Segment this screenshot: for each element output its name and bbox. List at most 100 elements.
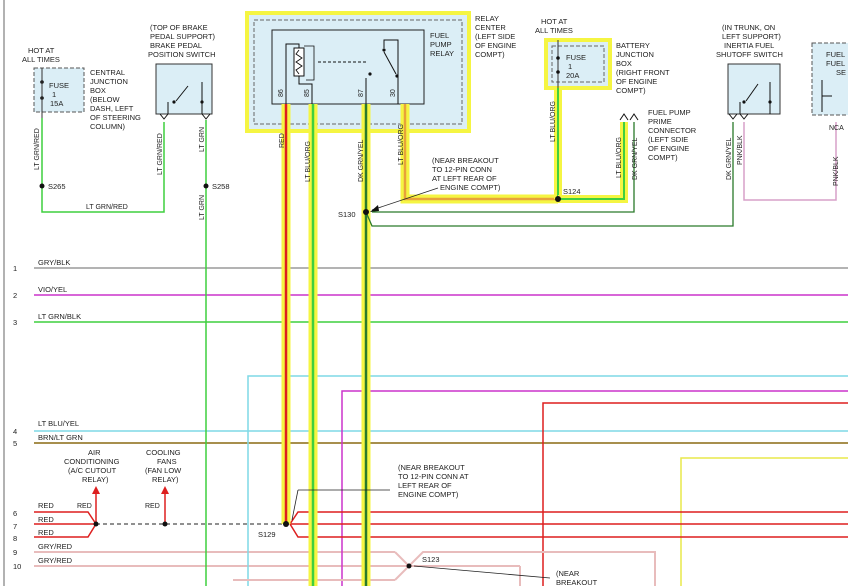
central-box-3: BOX <box>90 86 106 95</box>
row-8-num: 8 <box>13 534 17 543</box>
prime-pin-right <box>629 113 639 121</box>
fan-arrow-icon <box>161 486 169 494</box>
inertia-cap-1: (IN TRUNK, ON <box>722 23 775 32</box>
relay-dot-2 <box>368 72 372 76</box>
row-5-num: 5 <box>13 439 17 448</box>
edge-box-2: FUEL <box>826 59 845 68</box>
wire-ltgrn-a: LT GRN <box>199 127 206 152</box>
brake-pin-right <box>201 113 211 120</box>
inertia-pin-right <box>739 113 749 120</box>
row-2-num: 2 <box>13 291 17 300</box>
dkgrn-to-inertia <box>365 122 734 227</box>
edge-component-icon <box>821 80 832 112</box>
wire-ltgrnred-a: LT GRN/RED <box>34 128 41 170</box>
fuse-left-num: 1 <box>52 90 56 99</box>
battery-box-5: OF ENGINE <box>616 77 657 86</box>
row-1-num: 1 <box>13 264 17 273</box>
battery-box-4: (RIGHT FRONT <box>616 68 670 77</box>
pin-85: 85 <box>304 89 311 97</box>
fuse-left-amp: 15A <box>50 99 63 108</box>
relay-center-4: OF ENGINE <box>475 41 516 50</box>
splice-s129: S129 (NEAR BREAKOUT TO 12-PIN CONN AT LE… <box>258 463 469 539</box>
ac-3: (A/C CUTOUT <box>68 466 117 475</box>
wire-87-label: DK GRN/YEL <box>358 139 365 182</box>
inertia-cap-3: INERTIA FUEL <box>724 41 774 50</box>
prime-right-label: DK GRN/YEL <box>632 137 639 180</box>
battery-box-inner <box>551 45 605 83</box>
prime-3: CONNECTOR <box>648 126 697 135</box>
wire-30-label: LT BLU/ORG <box>398 124 405 165</box>
red-row-6 <box>289 511 848 525</box>
red-row-8 <box>289 523 848 538</box>
brake-dot-right <box>200 100 204 104</box>
relay-center-inner <box>253 19 463 125</box>
edge-box-3: SE <box>836 68 846 77</box>
pin-87: 87 <box>358 89 365 97</box>
row-7-num: 7 <box>13 522 17 531</box>
fuse-right-name: FUSE <box>566 53 586 62</box>
hot-right-1: HOT AT <box>541 17 568 26</box>
prime-pin-left <box>619 113 629 121</box>
row-4-num: 4 <box>13 427 17 436</box>
fan-1: COOLING <box>146 448 181 457</box>
breakout-mid-leader <box>291 489 299 521</box>
prime-connector-block: FUEL PUMP PRIME CONNECTOR (LEFT SDIE OF … <box>372 108 697 213</box>
relay-switch-arm <box>383 51 397 75</box>
fuse-out-wire <box>41 118 165 213</box>
relay-contact-30 <box>383 39 399 104</box>
inertia-right-label: PNK/BLK <box>737 135 744 165</box>
breakout-top-arrow-icon <box>370 205 379 212</box>
breakout-top-leader <box>371 187 439 211</box>
prime-to-s130 <box>372 122 635 213</box>
wire-85-label: LT BLU/ORG <box>305 141 312 182</box>
fpr-1: FUEL <box>430 31 449 40</box>
wire-ltgrnred-c: LT GRN/RED <box>157 133 164 175</box>
edge-box-1: FUEL <box>826 50 845 59</box>
s129-dot <box>283 521 289 527</box>
breakout-mid-4: ENGINE COMPT) <box>398 490 459 499</box>
breakout-mid-3: LEFT REAR OF <box>398 481 452 490</box>
relay-center-1: RELAY <box>475 14 499 23</box>
breakout-bottom-leader <box>413 565 551 579</box>
prime-1: FUEL PUMP <box>648 108 691 117</box>
breakout-bottom-1: (NEAR <box>556 569 580 578</box>
relay-coil-right <box>298 76 313 104</box>
inertia-dot-right <box>768 100 772 104</box>
relay-center-3: (LEFT SIDE <box>475 32 515 41</box>
s123-label: S123 <box>422 555 440 564</box>
wire-86-label: RED <box>279 133 286 148</box>
relay-center-2: CENTER <box>475 23 506 32</box>
battery-box-6: COMPT) <box>616 86 646 95</box>
right-side-wires <box>247 375 848 586</box>
hot-left-1: HOT AT <box>28 46 55 55</box>
pnkblk-wire <box>743 122 837 201</box>
row-1-label: GRY/BLK <box>38 258 70 267</box>
fuse-right-num: 1 <box>568 62 572 71</box>
row-3-num: 3 <box>13 318 17 327</box>
fan-splice-dot <box>162 521 168 527</box>
prime-left-label: LT BLU/ORG <box>616 137 623 178</box>
yellow-upper-wire <box>680 457 848 586</box>
inertia-cap-4: SHUTOFF SWITCH <box>716 50 783 59</box>
brake-switch-block: (TOP OF BRAKE PEDAL SUPPORT) BRAKE PEDAL… <box>148 23 230 586</box>
brake-pin-left <box>159 113 169 120</box>
row-7-label: RED <box>38 515 54 524</box>
brake-cap-3: BRAKE PEDAL <box>150 41 202 50</box>
ac-1: AIR <box>88 448 101 457</box>
breakout-top-2: TO 12-PIN CONN <box>432 165 492 174</box>
inertia-contact-arm <box>745 83 759 102</box>
edge-sender-block: FUEL FUEL SE NCA PNK/BLK <box>811 42 848 186</box>
row-10-num: 10 <box>13 562 21 571</box>
row-6-num: 6 <box>13 509 17 518</box>
edge-pnkblk-label: PNK/BLK <box>833 156 840 186</box>
brake-dot-left <box>172 100 176 104</box>
gryred-right <box>408 551 656 586</box>
pin-86: 86 <box>278 89 285 97</box>
central-box-6: OF STEERING <box>90 113 141 122</box>
brake-switch-box <box>155 63 213 115</box>
red-left-6 <box>34 511 97 525</box>
red-bus <box>34 486 848 538</box>
violet-upper-wire <box>341 390 848 586</box>
nca-label: NCA <box>829 125 844 132</box>
ac-splice-dot <box>93 521 99 527</box>
